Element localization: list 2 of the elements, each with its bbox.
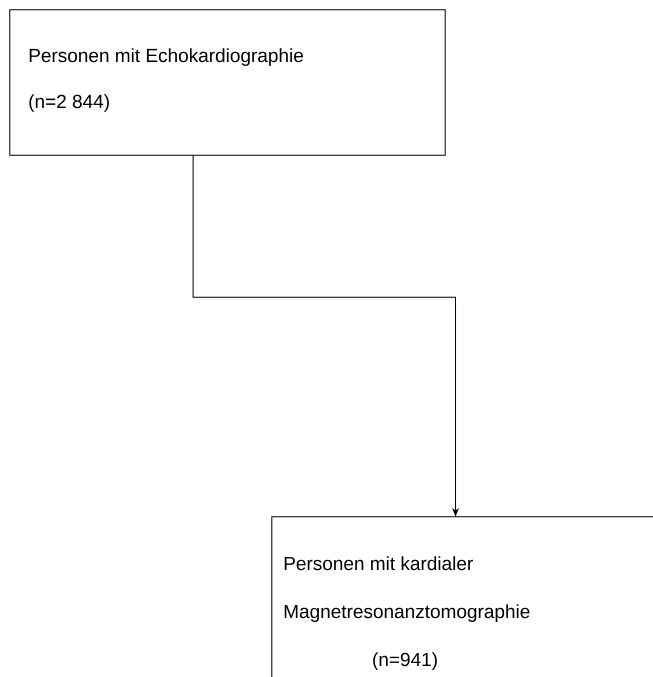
process-box: Personen mit kardialer Magnetresonanztomographie (n=941) — [271, 516, 653, 677]
process-box: Personen mit Echokardiographie (n=2 844) — [9, 9, 446, 156]
